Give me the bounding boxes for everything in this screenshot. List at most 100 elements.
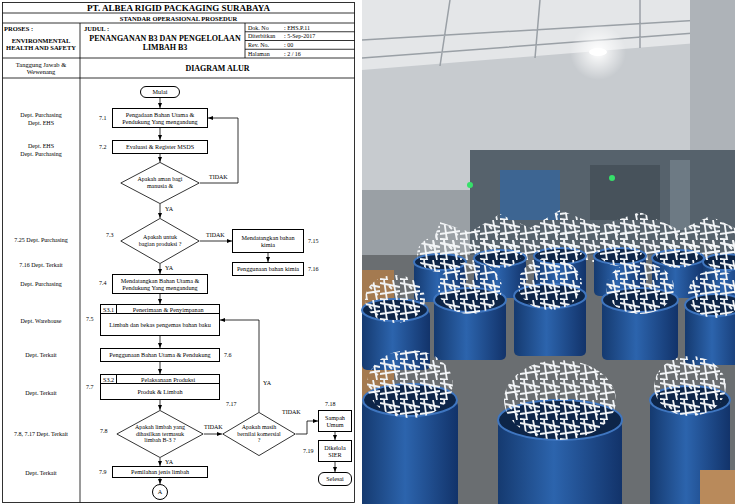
edge-label: TIDAK [205, 232, 226, 238]
terminator: Selesai [318, 472, 352, 486]
runner-heap [705, 236, 735, 272]
diamond-shape [121, 162, 199, 203]
runner-heap [654, 356, 726, 416]
process-box: Penggunaan bahan kimia [232, 262, 304, 276]
label-text: Halaman [248, 51, 270, 58]
node-text: Limbah dan bekas pengemas bahan baku [109, 321, 211, 328]
box-header: S3.2Pelaksanaan Produksi [101, 375, 219, 384]
decision-diamond: Apakah limbah yang dihasilkan termasuk l… [116, 410, 204, 458]
label-text: Dept. Terkait [3, 352, 79, 359]
node-text: Selesai [326, 475, 344, 482]
runner-heap [438, 262, 502, 314]
node-text: Produk & Limbah [137, 388, 182, 395]
label-text: Dept. Terkait [3, 390, 79, 397]
ceiling-beam [362, 0, 735, 66]
label-text: : 5-Sep-2017 [284, 33, 315, 40]
node-text: Mendatangkan Bahan Utama & Pendukung Yan… [115, 277, 205, 291]
section-code: S3.2 [101, 375, 117, 383]
edge-label: YA [164, 206, 174, 212]
flow-arrow [160, 458, 161, 466]
runner-heap [477, 232, 523, 268]
step-number: 7.19 [303, 448, 314, 455]
node-text: Dikelola SIER [321, 444, 349, 458]
label-text: 7.16 Dept. Terkait [3, 262, 79, 269]
label-text: Dept. Terkait [3, 470, 79, 477]
diamond-shape [223, 412, 296, 455]
label-text: Dept. EHS [3, 120, 79, 127]
edge-label: TIDAK [208, 174, 229, 180]
flow-arrow [160, 362, 161, 374]
process-box: Evaluasi & Register MSDS [112, 140, 208, 154]
node-text: Penerimaan & Penyimpanan [117, 305, 219, 313]
edge-label: YA [164, 265, 174, 271]
section-code: S3.1 [101, 305, 117, 313]
process-box: Sampah Umum [318, 410, 352, 432]
ceiling [362, 0, 735, 70]
runner-heap [688, 270, 735, 318]
label-text: Dept. Purchasing [3, 112, 79, 119]
flow-arrow [160, 264, 161, 274]
runner-heap [606, 262, 674, 314]
light-glow [570, 24, 626, 80]
edge-label: TIDAK [203, 424, 224, 430]
step-number: 7.17 [226, 401, 237, 408]
label-text: 7.25 Dept. Purchasing [3, 237, 79, 244]
process-box: Dikelola SIER [318, 440, 352, 462]
node-text: Sampah Umum [321, 414, 349, 428]
connector-circle: A [152, 484, 168, 500]
runner-heap [367, 350, 453, 418]
label-text: : 00 [284, 42, 293, 49]
label-text: Dept. Purchasing [3, 151, 79, 158]
machine-panel [500, 170, 560, 220]
label-text: Dept. Warehouse [3, 318, 79, 325]
table-grid [3, 13, 355, 503]
label-text: Dok. No [248, 25, 269, 32]
node-text: Evaluasi & Register MSDS [126, 143, 194, 150]
node-text: Pengadaan Bahan Utama & Pendukung Yang m… [115, 111, 205, 125]
runner-heap [518, 258, 582, 310]
step-number: 7.4 [99, 280, 107, 287]
step-number: 7.5 [86, 316, 94, 323]
flow-arrow [204, 434, 222, 435]
label-text: PROSES : [4, 25, 33, 32]
process-box: Penggunaan Bahan Utama & Pendukung [100, 348, 220, 362]
process-box: S3.1Penerimaan & PenyimpananLimbah dan b… [100, 304, 220, 336]
node-text: A [158, 488, 162, 495]
edge-label: TIDAK [281, 409, 302, 415]
flow-arrow [160, 128, 161, 140]
process-box: Pemilahan jenis limbah [112, 466, 208, 478]
label-text: PT. ALBEA RIGID PACKAGING SURABAYA [2, 3, 355, 13]
terminator: Mulai [140, 86, 180, 98]
runner-heap [504, 360, 616, 440]
node-text: Penggunaan Bahan Utama & Pendukung [109, 351, 210, 358]
node-text: Apakah aman bagi manusia & [135, 176, 185, 190]
step-number: 7.6 [224, 352, 232, 359]
flow-arrow [296, 421, 318, 434]
label-text: Tanggung Jawab & Wewenang [3, 61, 79, 76]
node-text: Apakah limbah yang dihasilkan termasuk l… [133, 424, 188, 445]
signal-light [609, 175, 615, 181]
process-box: S3.2Pelaksanaan ProduksiProduk & Limbah [100, 374, 220, 400]
edge-label: YA [164, 459, 174, 465]
node-text: Apakah masih bernilai komersial ? [236, 424, 282, 445]
flow-arrow [160, 400, 161, 410]
node-text: Apakah untuk bagian produksi ? [135, 234, 185, 248]
machine-panel [590, 165, 660, 220]
flow-arrow [160, 204, 161, 218]
runner-heap [597, 230, 643, 266]
node-text: Mulai [153, 88, 168, 95]
document-border [3, 3, 355, 503]
runner-heap [655, 232, 701, 268]
ceiling-light [589, 48, 607, 56]
box-body: Limbah dan bekas pengemas bahan baku [101, 314, 219, 335]
runner-heap [365, 275, 425, 323]
diamond-shape [117, 410, 203, 457]
decision-diamond: Apakah aman bagi manusia & [120, 162, 200, 204]
step-number: 7.16 [308, 266, 319, 273]
step-number: 7.15 [308, 238, 319, 245]
node-text: Pelaksanaan Produksi [117, 375, 219, 383]
flow-arrow [268, 253, 269, 262]
label-text: Diterbitkan [248, 33, 275, 40]
